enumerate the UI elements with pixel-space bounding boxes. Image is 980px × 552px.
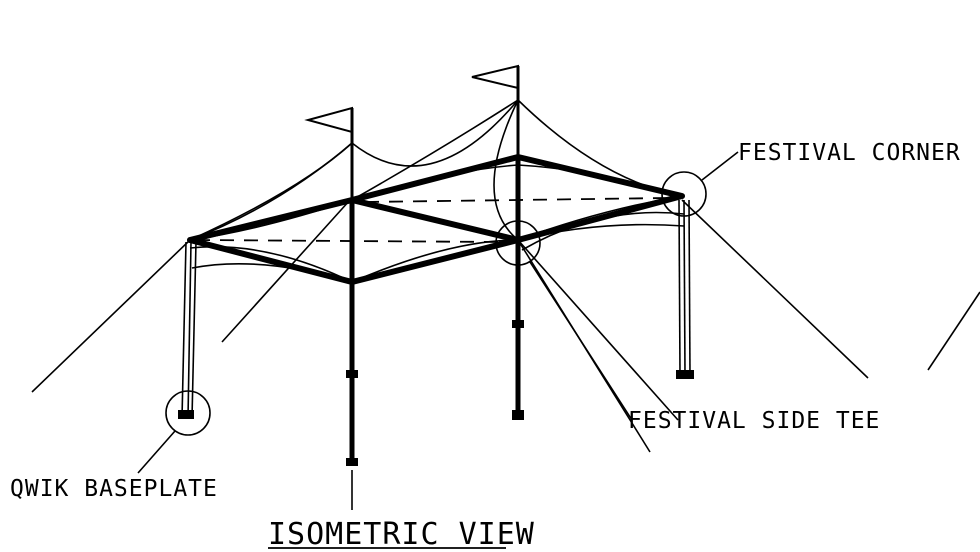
guy-ropes bbox=[31, 199, 980, 453]
flag-icon bbox=[304, 106, 353, 134]
qwik-baseplate-label: QWIK BASEPLATE bbox=[10, 476, 218, 502]
view-title: ISOMETRIC VIEW bbox=[268, 517, 535, 552]
tent-frame bbox=[187, 154, 685, 285]
pole-clamp bbox=[512, 410, 524, 420]
pole-clamp bbox=[346, 370, 358, 378]
festival-corner-label: FESTIVAL CORNER bbox=[738, 140, 961, 166]
canopy-fabric bbox=[189, 99, 685, 283]
qwik-baseplate-callout-circle bbox=[165, 390, 211, 436]
detail-callouts bbox=[137, 151, 739, 510]
poles bbox=[178, 100, 694, 466]
flag-icon bbox=[471, 64, 519, 90]
flags bbox=[304, 64, 520, 143]
festival-side-tee-callout-circle bbox=[495, 220, 541, 266]
pole-clamp bbox=[346, 458, 358, 466]
pole-clamp bbox=[512, 320, 524, 328]
festival-corner-callout-circle bbox=[661, 171, 707, 217]
festival-side-tee-label: FESTIVAL SIDE TEE bbox=[628, 408, 880, 434]
